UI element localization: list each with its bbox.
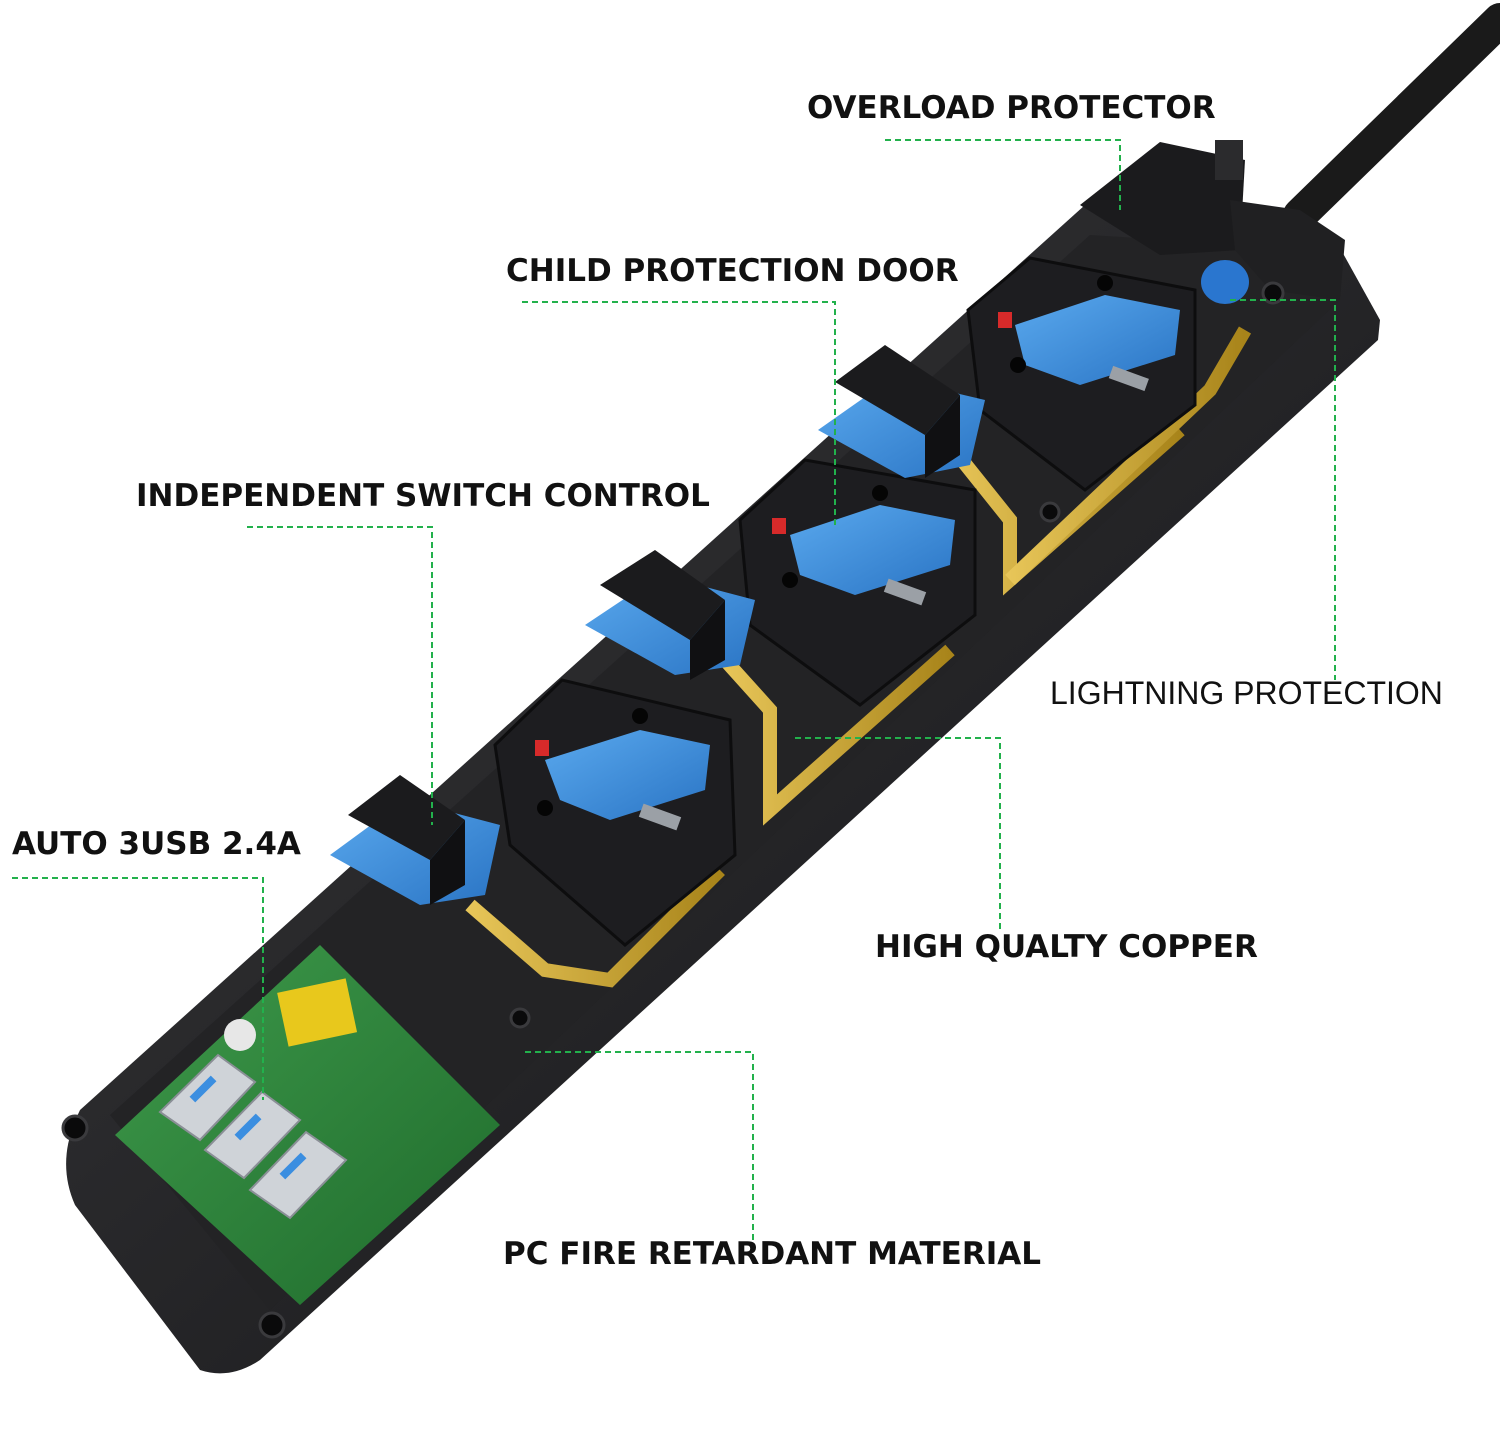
socket-module [966, 256, 1197, 492]
socket-module [493, 678, 737, 947]
white-capacitor [224, 1019, 256, 1051]
child-protection-door-leader [522, 301, 836, 525]
overload-protector-leader [885, 139, 1121, 210]
copper-rails [465, 326, 1252, 988]
child-protection-door-label: CHILD PROTECTION DOOR [506, 253, 959, 289]
pc-fire-retardant-label: PC FIRE RETARDANT MATERIAL [503, 1236, 1041, 1272]
lightning-protection-leader [1230, 299, 1336, 680]
overload-protector-label: OVERLOAD PROTECTOR [807, 90, 1216, 126]
overload-protector-part [1080, 140, 1345, 300]
auto-usb-leader [12, 877, 264, 1100]
pc-fire-retardant-leader [525, 1051, 754, 1245]
yellow-capacitor [277, 978, 358, 1047]
mounting-holes [61, 281, 1285, 1339]
switch [585, 550, 755, 680]
high-quality-copper-leader [795, 737, 1001, 930]
independent-switch-leader [247, 526, 433, 825]
power-cord [1283, 3, 1500, 232]
switch [818, 345, 985, 478]
socket-module [738, 458, 977, 707]
lightning-protection-varistor [1201, 260, 1249, 304]
switch [330, 775, 500, 905]
high-quality-copper-label: HIGH QUALTY COPPER [875, 929, 1258, 965]
auto-usb-label: AUTO 3USB 2.4A [12, 826, 301, 862]
independent-switch-control-label: INDEPENDENT SWITCH CONTROL [136, 478, 710, 514]
lightning-protection-label: LIGHTNING PROTECTION [1050, 675, 1443, 711]
usb-pcb [115, 945, 500, 1305]
usb-ports [158, 1053, 348, 1220]
